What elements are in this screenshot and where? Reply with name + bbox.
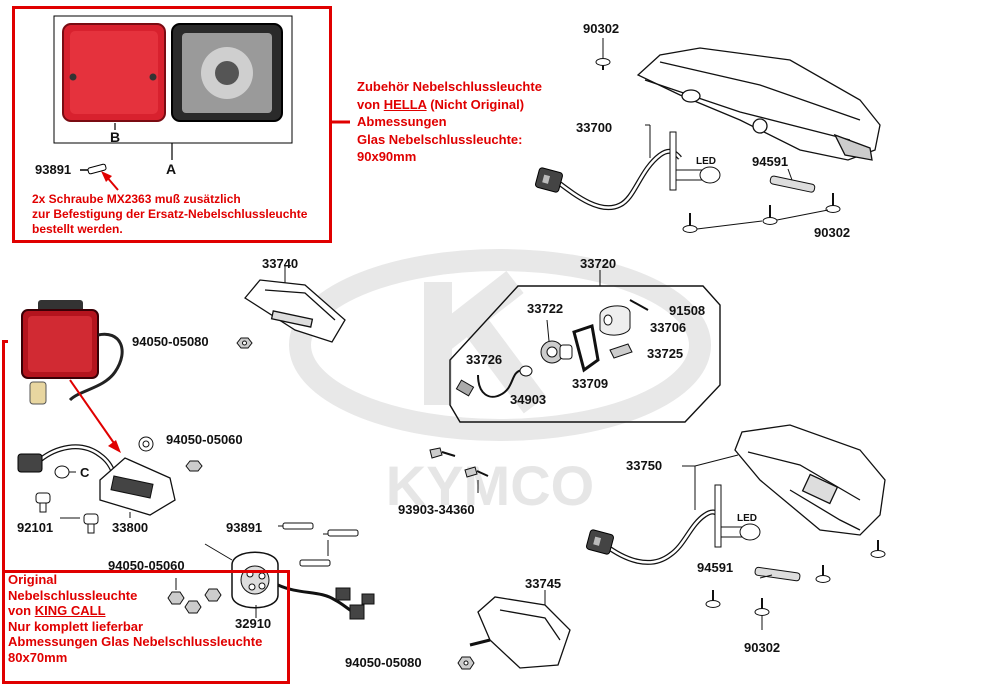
kymco-watermark-text: KYMCO xyxy=(386,454,594,517)
bolts-92101 xyxy=(35,492,99,534)
led-label-bottom: LED xyxy=(737,513,757,524)
clip-33725 xyxy=(609,343,633,359)
connector-33750 xyxy=(585,529,615,555)
tail-light-33750 xyxy=(734,424,886,536)
bulb-c xyxy=(54,465,76,479)
led-board-top xyxy=(669,131,721,191)
part-33725: 33725 xyxy=(647,346,684,361)
part-32910: 32910 xyxy=(235,616,272,631)
part-90302-mid: 90302 xyxy=(814,225,851,240)
part-94591-bottom: 94591 xyxy=(697,560,734,575)
kingcall-info-frame xyxy=(2,570,290,684)
part-92101: 92101 xyxy=(17,520,54,535)
connector-33800 xyxy=(17,453,43,473)
housing-33800 xyxy=(99,457,176,516)
harness-33750 xyxy=(603,509,721,565)
part-33706: 33706 xyxy=(650,320,687,335)
label-c: C xyxy=(80,465,90,480)
part-33800: 33800 xyxy=(112,520,149,535)
strip-94591-bottom xyxy=(754,566,801,582)
part-91508: 91508 xyxy=(669,303,706,318)
harness-33800 xyxy=(38,444,118,477)
led-board-bottom xyxy=(714,484,761,548)
screws-93891-bottom xyxy=(278,522,359,567)
part-33745: 33745 xyxy=(525,576,562,591)
label-b: B xyxy=(110,129,121,145)
socket-32910 xyxy=(231,551,375,620)
screw-93891-top xyxy=(80,163,107,175)
nut-94050-05080-b xyxy=(457,656,475,670)
lens-33745 xyxy=(469,596,571,669)
hella-lens-red xyxy=(62,23,166,122)
part-94050-05060-a: 94050-05060 xyxy=(166,432,243,447)
connector-33700 xyxy=(534,167,564,193)
kingcall-lamp-photo xyxy=(21,300,124,405)
part-33750: 33750 xyxy=(626,458,663,473)
hella-brand: HELLA xyxy=(383,96,427,112)
part-33726: 33726 xyxy=(466,352,503,367)
part-33722: 33722 xyxy=(527,301,564,316)
label-a: A xyxy=(166,161,177,177)
screws-90302-bottom xyxy=(705,540,886,630)
part-34903: 34903 xyxy=(510,392,547,407)
part-33740: 33740 xyxy=(262,256,299,271)
strip-94591-top xyxy=(769,168,816,193)
screw-90302-top xyxy=(595,38,611,70)
washers-94050-05060-a xyxy=(138,436,203,472)
screws-90302-mid xyxy=(682,193,841,233)
screws-93903-34360 xyxy=(429,447,489,493)
assembly-33720-frame xyxy=(449,285,721,423)
bulb-harness-33726 xyxy=(455,365,533,398)
part-33720: 33720 xyxy=(580,256,617,271)
hella-info-frame xyxy=(12,6,332,243)
nut-94050-05080-a xyxy=(236,337,253,349)
part-94050-05080-b: 94050-05080 xyxy=(345,655,422,670)
part-90302-top: 90302 xyxy=(583,21,620,36)
part-94050-05060-b: 94050-05060 xyxy=(108,558,185,573)
part-90302-bottom: 90302 xyxy=(744,640,781,655)
part-33709: 33709 xyxy=(572,376,609,391)
gasket-33709 xyxy=(572,324,600,373)
part-33700: 33700 xyxy=(576,120,613,135)
tail-light-33700 xyxy=(636,47,881,161)
part-93903-34360: 93903-34360 xyxy=(398,502,475,517)
cover-33706 xyxy=(599,305,631,336)
lens-33740 xyxy=(244,279,346,343)
harness-33700 xyxy=(553,148,682,211)
kingcall-original-note: Original Nebelschlussleuchte von KING CA… xyxy=(8,572,263,665)
part-93891-bottom: 93891 xyxy=(226,520,263,535)
socket-33722 xyxy=(540,340,573,364)
screw-order-note: 2x Schraube MX2363 muß zusätzlich zur Be… xyxy=(32,192,308,236)
screw-91508 xyxy=(629,299,649,311)
nuts-94050-05060-b xyxy=(167,578,222,614)
kingcall-bracket xyxy=(2,340,8,684)
part-94591-top: 94591 xyxy=(752,154,789,169)
hella-housing-chrome xyxy=(171,23,283,122)
kymco-logo-watermark xyxy=(289,249,711,441)
led-label-top: LED xyxy=(696,156,716,167)
part-93891-top: 93891 xyxy=(35,162,72,177)
kingcall-brand: KING CALL xyxy=(34,603,106,618)
part-94050-05080-a: 94050-05080 xyxy=(132,334,209,349)
hella-accessory-note: Zubehör Nebelschlussleuchte von HELLA (N… xyxy=(357,79,542,164)
